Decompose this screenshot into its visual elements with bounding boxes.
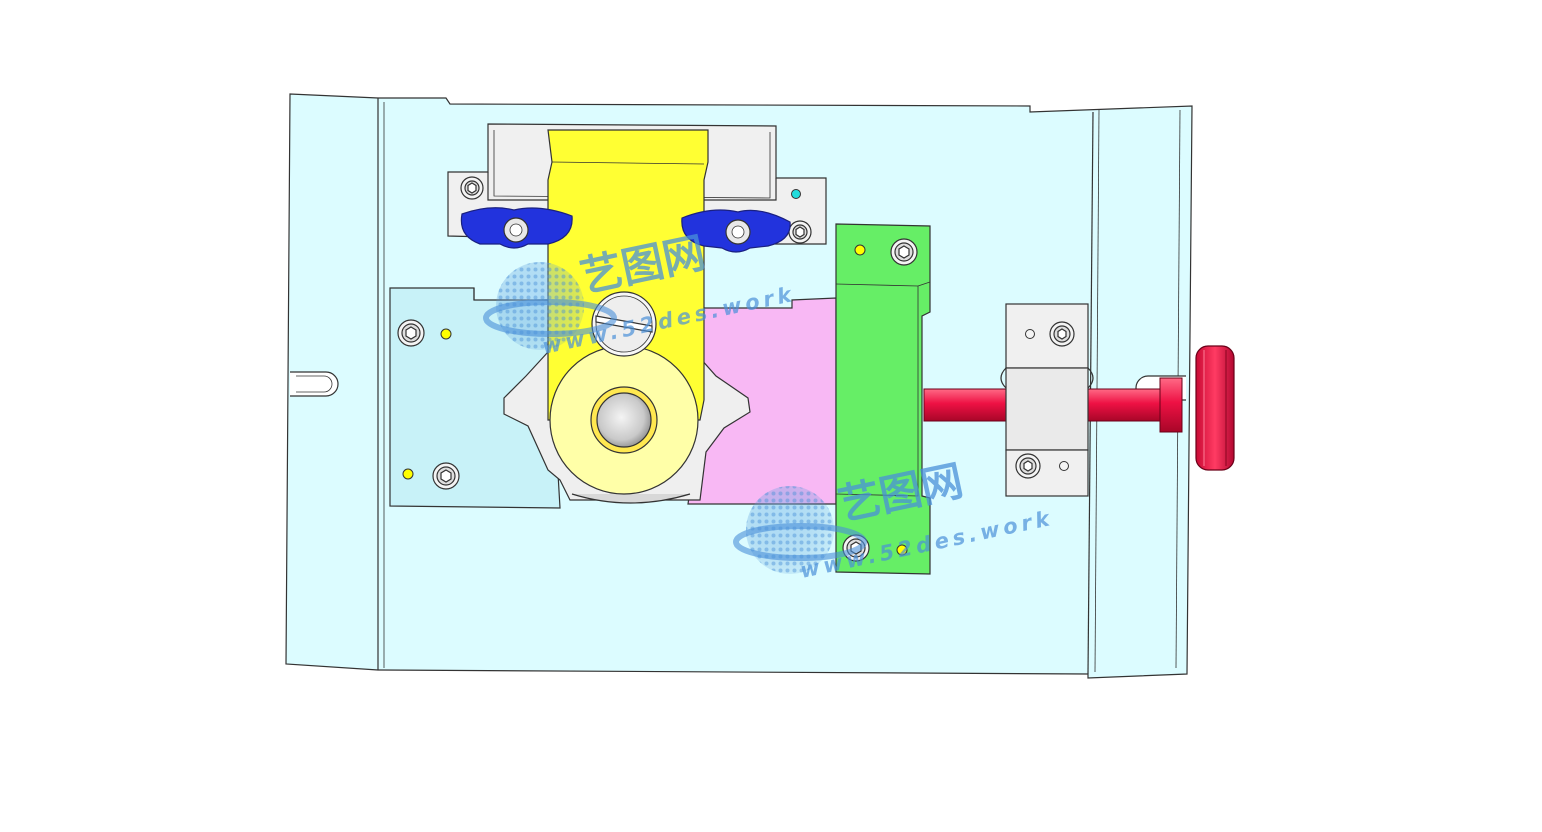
socket-screw-icon — [1015, 453, 1041, 479]
globe-logo-icon — [733, 486, 867, 574]
dowel-pin-icon — [402, 468, 414, 480]
clamp-arm — [547, 129, 709, 495]
plunger-rod — [923, 377, 1183, 433]
wing-nut-right[interactable] — [681, 209, 791, 253]
wing-nut-left[interactable] — [460, 207, 573, 249]
dowel-pin-icon — [896, 544, 908, 556]
socket-screw-icon — [397, 319, 425, 347]
dowel-pin-icon — [1025, 329, 1035, 339]
socket-screw-icon — [890, 238, 918, 266]
globe-logo-icon — [483, 262, 617, 350]
socket-screw-icon — [432, 462, 460, 490]
socket-screw-icon — [788, 220, 812, 244]
plunger-knob[interactable] — [1195, 345, 1235, 471]
bore-hole-icon — [596, 392, 652, 448]
plunger-support-block — [1000, 303, 1094, 497]
socket-screw-icon — [460, 176, 484, 200]
dowel-pin-icon — [1059, 461, 1069, 471]
dowel-pin-icon — [854, 244, 866, 256]
dowel-pin-icon — [440, 328, 452, 340]
socket-screw-icon — [1049, 321, 1075, 347]
dowel-pin-icon — [791, 189, 801, 199]
